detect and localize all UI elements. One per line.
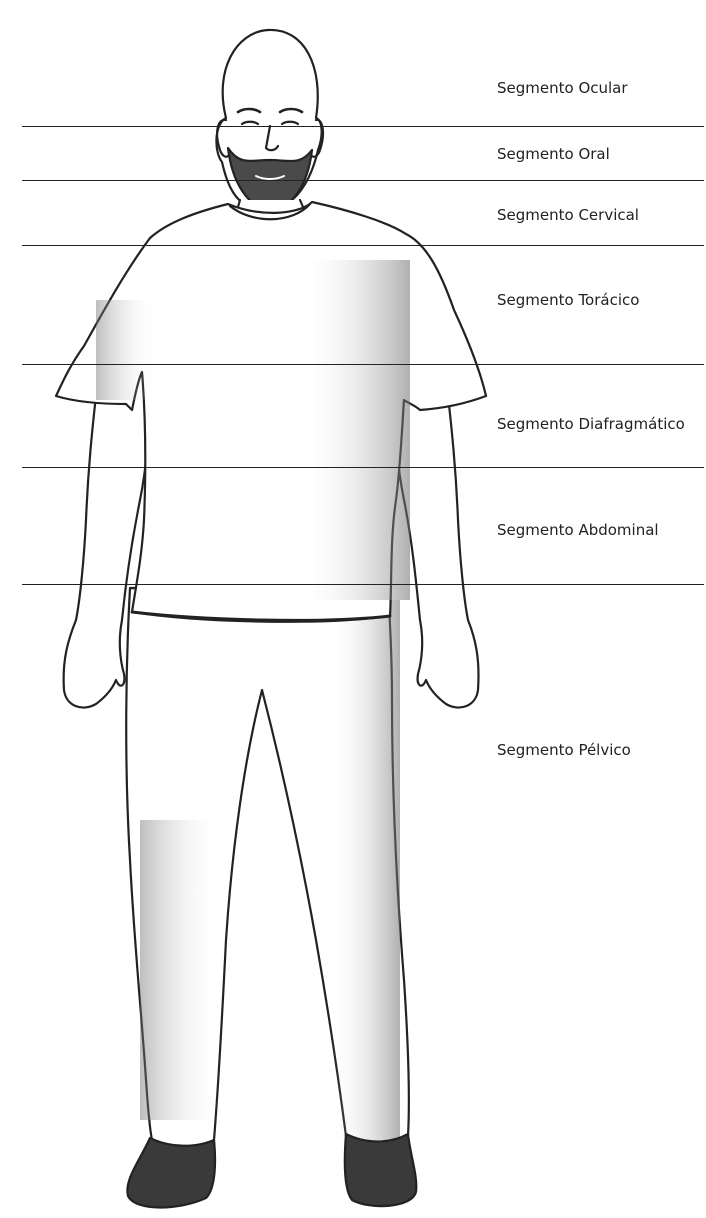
shirt-shade-right <box>300 260 410 600</box>
shirt-shade-left <box>96 300 156 400</box>
label-segmento-pelvico: Segmento Pélvico <box>497 741 631 759</box>
divider-toracico-diafragmatico <box>22 364 704 365</box>
divider-abdominal-pelvico <box>22 584 704 585</box>
pants-shade-left <box>140 820 220 1120</box>
label-segmento-oral: Segmento Oral <box>497 145 610 163</box>
divider-ocular-oral <box>22 126 704 127</box>
shoe-right <box>345 1134 416 1206</box>
pants-shade-right <box>330 600 400 1140</box>
divider-oral-cervical <box>22 180 704 181</box>
label-segmento-ocular: Segmento Ocular <box>497 79 628 97</box>
divider-cervical-toracico <box>22 245 704 246</box>
label-segmento-toracico: Segmento Torácico <box>497 291 639 309</box>
head <box>216 30 323 210</box>
label-segmento-abdominal: Segmento Abdominal <box>497 521 659 539</box>
shoe-left <box>127 1138 215 1208</box>
label-segmento-cervical: Segmento Cervical <box>497 206 639 224</box>
divider-diafragmatico-abdominal <box>22 467 704 468</box>
pants <box>126 588 409 1148</box>
label-segmento-diafragmatico: Segmento Diafragmático <box>497 415 685 433</box>
